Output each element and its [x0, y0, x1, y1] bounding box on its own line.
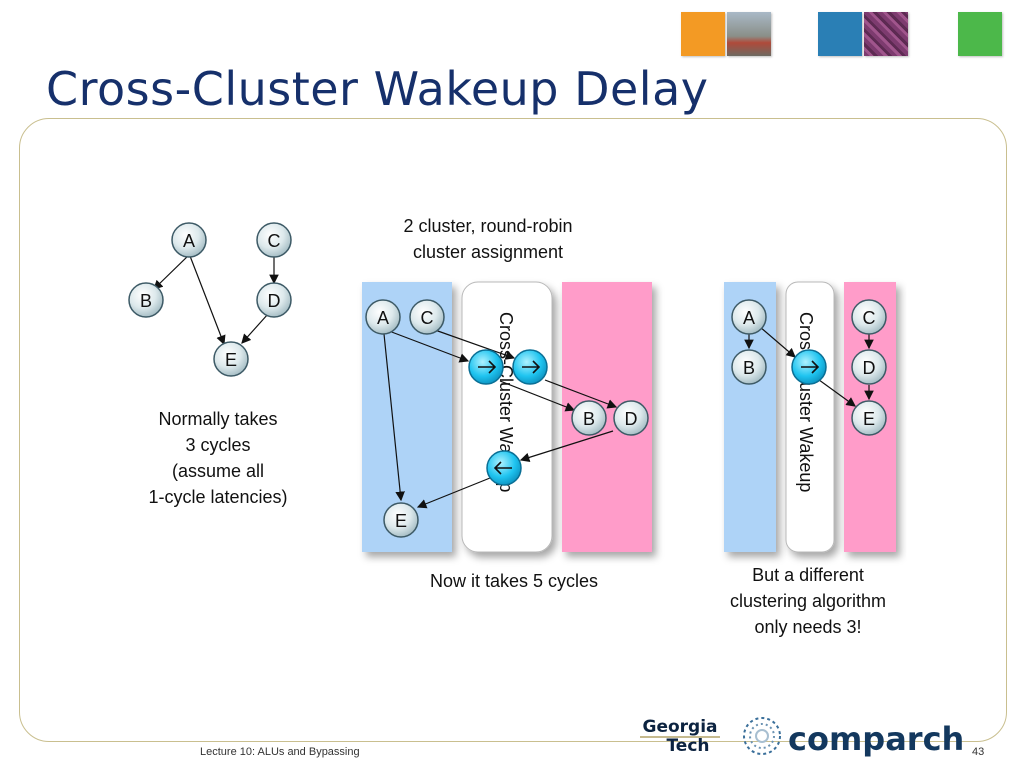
comparch-wordmark: comparch — [788, 720, 964, 758]
edge-a-to-e — [383, 333, 405, 502]
middle-node-d-label: D — [625, 409, 638, 429]
wakeup-node-1 — [468, 349, 504, 385]
header-square-orange — [681, 12, 725, 56]
graph-node-a: A — [171, 222, 207, 258]
header-photo-building — [727, 12, 771, 56]
right-node-c: C — [851, 299, 887, 335]
middle-node-c-label: C — [421, 308, 434, 328]
caption-line: only needs 3! — [754, 617, 862, 637]
edge-c-to-wake — [434, 329, 516, 360]
edge-wake-to-b — [499, 380, 576, 412]
arrow-right-icon — [522, 360, 541, 374]
arrow-right-icon — [478, 360, 497, 374]
graph-node-e-label: E — [225, 350, 237, 370]
graph-node-d: D — [256, 282, 292, 318]
footer-lecture: Lecture 10: ALUs and Bypassing — [200, 746, 360, 758]
slide-title: Cross-Cluster Wakeup Delay — [46, 62, 709, 116]
comparch-emblem-icon — [743, 717, 781, 755]
caption-line: 3 cycles — [185, 435, 251, 455]
right-edge-a-wake — [759, 326, 796, 358]
graph-node-d-label: D — [268, 291, 281, 311]
graph-node-c-label: C — [268, 231, 281, 251]
graph-node-e: E — [213, 341, 249, 377]
middle-node-c: C — [409, 299, 445, 335]
caption-line: clustering algorithm — [729, 591, 887, 611]
middle-node-a-label: A — [377, 308, 389, 328]
caption-five-cycles: Now it takes 5 cycles — [429, 571, 599, 591]
edge-d-to-wake — [519, 430, 614, 463]
comparch-logo: comparch — [743, 717, 964, 758]
right-node-a: A — [731, 299, 767, 335]
caption-line: But a different — [752, 565, 864, 585]
caption-different-algorithm: But a different clustering algorithm onl… — [704, 562, 912, 640]
middle-node-b-label: B — [583, 409, 595, 429]
right-node-a-label: A — [743, 308, 755, 328]
edge-a-e — [189, 255, 226, 346]
header-square-blue — [818, 12, 862, 56]
edge-d-e — [241, 313, 269, 344]
caption-line: Normally takes — [158, 409, 278, 429]
edge-wake-to-e — [416, 477, 491, 509]
caption-line: 2 cluster, round-robin — [403, 216, 573, 236]
middle-node-d: D — [613, 400, 649, 436]
header-photo-chip — [864, 12, 908, 56]
middle-node-a: A — [365, 299, 401, 335]
arrow-left-icon — [493, 461, 512, 475]
middle-node-e-label: E — [395, 511, 407, 531]
right-node-e-label: E — [863, 409, 875, 429]
middle-node-e: E — [383, 502, 419, 538]
right-diagram: Cross-Cluster Wakeup A B C D E — [724, 281, 896, 553]
graph-node-b-label: B — [140, 291, 152, 311]
wakeup-node-2 — [512, 349, 548, 385]
right-wakeup-column — [785, 281, 835, 553]
page-number: 43 — [972, 746, 985, 758]
edge-wake-to-d — [544, 379, 618, 409]
middle-diagram: Cross-Cluster Wakeup A C B D — [362, 281, 652, 553]
wakeup-node-3 — [486, 450, 522, 486]
caption-round-robin: 2 cluster, round-robin cluster assignmen… — [372, 213, 604, 265]
arrow-right-icon — [801, 360, 820, 374]
graph-node-c: C — [256, 222, 292, 258]
caption-line: (assume all — [171, 461, 265, 481]
right-node-b-label: B — [743, 358, 755, 378]
header-square-green — [958, 12, 1002, 56]
right-wakeup-node — [791, 349, 827, 385]
right-node-e: E — [851, 400, 887, 436]
right-node-b: B — [731, 349, 767, 385]
right-node-d-label: D — [863, 358, 876, 378]
georgia-tech-logo: Georgia Tech — [640, 717, 720, 756]
caption-line: 1-cycle latencies) — [148, 487, 288, 507]
caption-normal-cycles: Normally takes 3 cycles (assume all 1-cy… — [128, 406, 308, 510]
right-node-d: D — [851, 349, 887, 385]
logo-tech-text: Tech — [666, 736, 709, 756]
edge-a-to-wake — [388, 330, 470, 363]
edge-a-b — [153, 253, 191, 290]
middle-node-b: B — [571, 400, 607, 436]
right-edge-wake-e — [814, 376, 856, 407]
right-wakeup-column-label: Cross-Cluster Wakeup — [796, 312, 816, 492]
logo-georgia-text: Georgia — [642, 717, 717, 737]
graph-node-a-label: A — [183, 231, 195, 251]
caption-line: cluster assignment — [412, 242, 564, 262]
right-node-c-label: C — [863, 308, 876, 328]
graph-node-b: B — [128, 282, 164, 318]
dependency-graph: A C B D E — [128, 222, 292, 377]
